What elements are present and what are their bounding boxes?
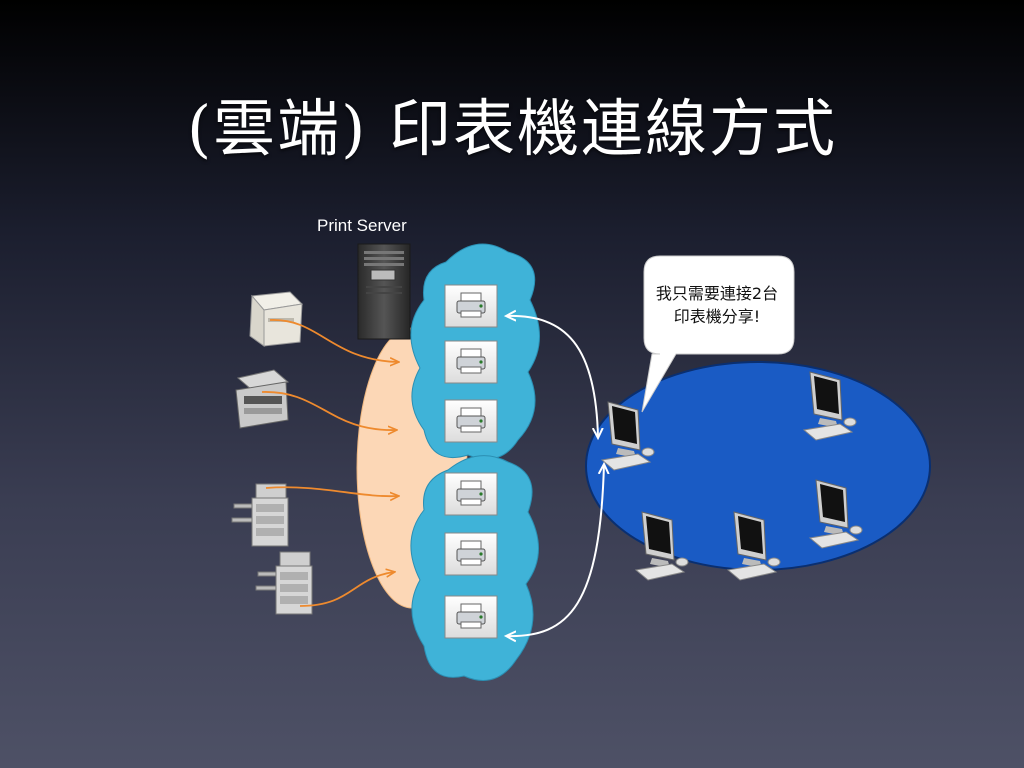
shared-printer-icon-5[interactable] [444, 532, 498, 576]
copier-icon[interactable] [231, 483, 289, 547]
copier-icon[interactable] [255, 551, 313, 615]
callout-text: 我只需要連接2台 印表機分享! [642, 282, 792, 328]
callout-line-1: 我只需要連接2台 [655, 284, 779, 303]
speech-bubble [641, 255, 795, 413]
shared-printer-icon-4[interactable] [444, 472, 498, 516]
shared-printer-icon-3[interactable] [444, 399, 498, 443]
shared-printer-icon-1[interactable] [444, 284, 498, 328]
printer-share-arrow [506, 316, 598, 438]
device-link-arrow [261, 391, 396, 430]
slide-title: (雲端) 印表機連線方式 [186, 92, 838, 165]
multifunction-printer-icon[interactable] [235, 369, 290, 429]
shared-printer-icon-2[interactable] [444, 340, 498, 384]
shared-printer-icon-6[interactable] [444, 595, 498, 639]
print-server-label: Print Server [317, 216, 407, 235]
laser-printer-icon[interactable] [249, 291, 304, 347]
device-link-arrow [299, 572, 394, 607]
device-link-arrow [265, 486, 398, 496]
print-server-icon [357, 243, 411, 340]
callout-line-2: 印表機分享! [673, 307, 761, 326]
printer-share-arrow [506, 464, 604, 636]
device-link-arrow [269, 319, 398, 362]
